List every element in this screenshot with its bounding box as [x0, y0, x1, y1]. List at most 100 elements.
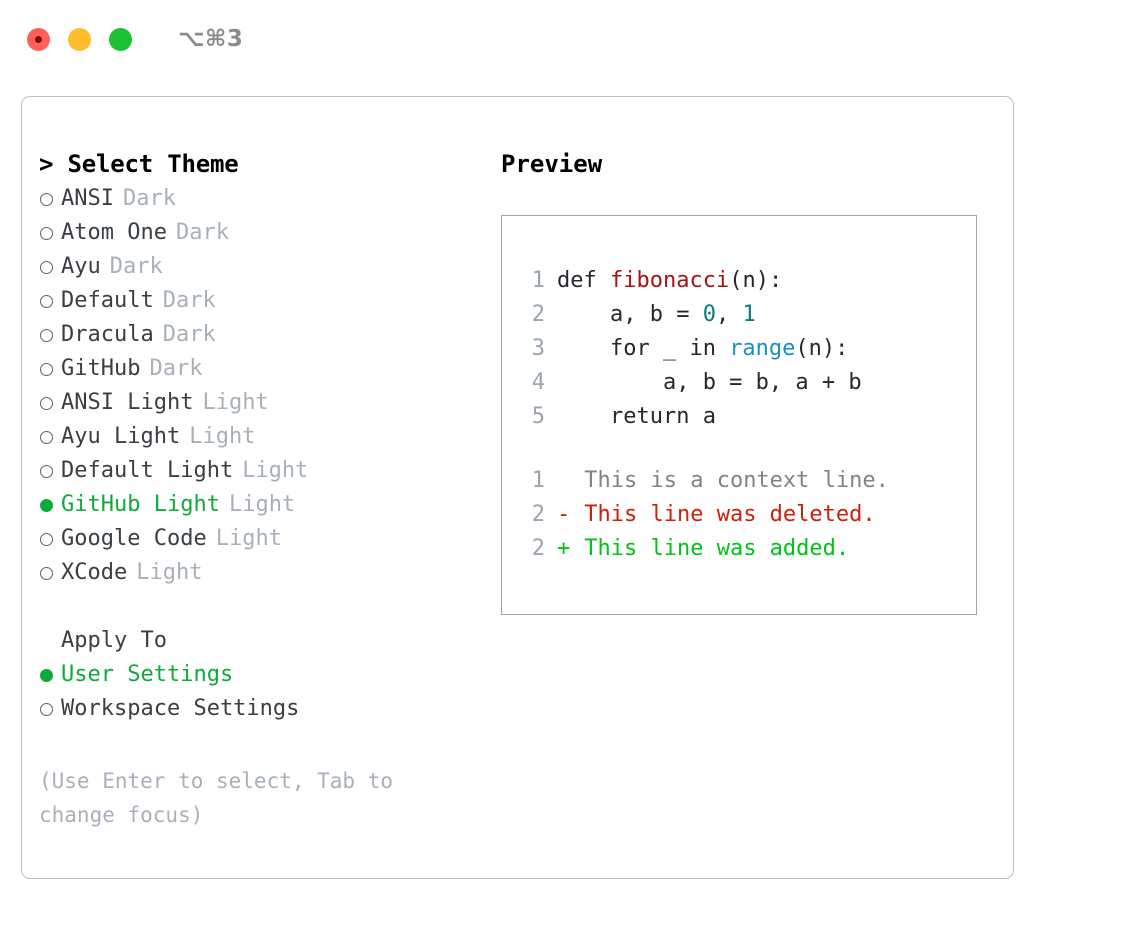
code-line-number: 4: [531, 370, 545, 396]
theme-option-4[interactable]: Dracula Dark: [39, 318, 501, 352]
theme-option-3[interactable]: Default Dark: [39, 284, 501, 318]
apply-option-1[interactable]: Workspace Settings: [39, 692, 501, 726]
apply-option-0[interactable]: User Settings: [39, 658, 501, 692]
radio-unselected-icon[interactable]: [39, 556, 61, 590]
radio-unselected-icon[interactable]: [39, 352, 61, 386]
code-token-plain: return a: [557, 404, 716, 430]
code-line-text: def fibonacci(n):: [557, 264, 782, 298]
theme-option-label: Ayu: [61, 254, 101, 280]
radio-unselected-icon[interactable]: [39, 250, 61, 284]
theme-option-label: Dracula: [61, 322, 154, 348]
theme-option-9[interactable]: GitHub Light Light: [39, 488, 501, 522]
theme-kind-label: Light: [189, 424, 256, 450]
code-token-plain: (n):: [729, 268, 783, 294]
radio-unselected-icon[interactable]: [39, 692, 61, 726]
preview-spacer: [518, 434, 976, 464]
theme-option-label: GitHub Light: [61, 492, 220, 518]
diff-line-text: This line was deleted.: [584, 502, 876, 528]
diff-spacer: [571, 498, 584, 532]
code-line-number: 1: [531, 268, 545, 294]
diff-line-text: This line was added.: [584, 536, 850, 562]
code-token-plain: ,: [715, 302, 743, 328]
maximize-window-icon[interactable]: [109, 27, 132, 51]
theme-option-label: ANSI Light: [61, 390, 194, 416]
code-token-fn: fibonacci: [609, 268, 730, 294]
code-line: 5 return a: [518, 400, 976, 434]
code-line-number: 2: [531, 302, 545, 328]
theme-kind-label: Dark: [162, 322, 216, 348]
code-line-text: return a: [557, 400, 716, 434]
minimize-window-icon[interactable]: [68, 27, 91, 51]
traffic-lights: [27, 27, 132, 51]
code-line-text: for _ in range(n):: [557, 332, 848, 366]
theme-option-7[interactable]: Ayu Light Light: [39, 420, 501, 454]
code-line-text: a, b = 0, 1: [557, 298, 756, 332]
theme-option-6[interactable]: ANSI Light Light: [39, 386, 501, 420]
theme-kind-label: Dark: [175, 220, 229, 246]
theme-option-label: XCode: [61, 560, 128, 586]
diff-line-ctx: 1 This is a context line.: [518, 464, 976, 498]
diff-line-text: This is a context line.: [584, 468, 889, 494]
diff-sign: [557, 464, 571, 498]
code-line-number: 5: [531, 404, 545, 430]
radio-unselected-icon[interactable]: [39, 182, 61, 216]
theme-option-label: ANSI: [61, 186, 114, 212]
theme-option-label: Ayu Light: [61, 424, 181, 450]
radio-selected-icon[interactable]: [39, 488, 61, 522]
radio-selected-icon[interactable]: [39, 658, 61, 692]
radio-unselected-icon[interactable]: [39, 318, 61, 352]
diff-spacer: [571, 532, 584, 566]
preview-heading: Preview: [501, 150, 603, 178]
radio-unselected-icon[interactable]: [39, 522, 61, 556]
theme-option-label: GitHub: [61, 356, 141, 382]
radio-unselected-icon[interactable]: [39, 386, 61, 420]
diff-line-del: 2- This line was deleted.: [518, 498, 976, 532]
diff-sign: +: [557, 536, 571, 562]
code-line: 4 a, b = b, a + b: [518, 366, 976, 400]
radio-unselected-icon[interactable]: [39, 284, 61, 318]
code-line-text: a, b = b, a + b: [557, 366, 862, 400]
diff-sign: -: [557, 502, 571, 528]
code-token-call: range: [729, 336, 796, 362]
diff-sample: 1 This is a context line.2- This line wa…: [518, 464, 976, 566]
theme-kind-label: Light: [202, 390, 269, 416]
code-token-kw: def: [557, 268, 610, 294]
theme-kind-label: Dark: [162, 288, 216, 314]
apply-option-label: Workspace Settings: [61, 696, 300, 722]
theme-kind-label: Light: [228, 492, 296, 518]
close-window-icon[interactable]: [27, 27, 50, 51]
theme-option-label: Default: [61, 288, 154, 314]
apply-to-heading: Apply To: [61, 628, 167, 654]
radio-unselected-icon[interactable]: [39, 216, 61, 250]
theme-option-2[interactable]: Ayu Dark: [39, 250, 501, 284]
theme-kind-label: Dark: [109, 254, 163, 280]
theme-option-label: Default Light: [61, 458, 234, 484]
radio-unselected-icon[interactable]: [39, 454, 61, 488]
code-token-plain: a, b = b, a + b: [557, 370, 862, 396]
theme-option-1[interactable]: Atom One Dark: [39, 216, 501, 250]
theme-option-label: Atom One: [61, 220, 167, 246]
apply-option-label: User Settings: [61, 662, 234, 688]
title-bar: ⌥⌘3: [0, 0, 1140, 78]
diff-line-number: 1: [531, 468, 545, 494]
code-token-num: 0: [702, 302, 716, 328]
code-line: 3 for _ in range(n):: [518, 332, 976, 366]
diff-line-number: 2: [531, 536, 545, 562]
radio-unselected-icon[interactable]: [39, 420, 61, 454]
code-token-plain: a, b =: [557, 302, 703, 328]
keyboard-hint-text: (Use Enter to select, Tab to change focu…: [39, 769, 394, 828]
diff-spacer: [571, 464, 584, 498]
